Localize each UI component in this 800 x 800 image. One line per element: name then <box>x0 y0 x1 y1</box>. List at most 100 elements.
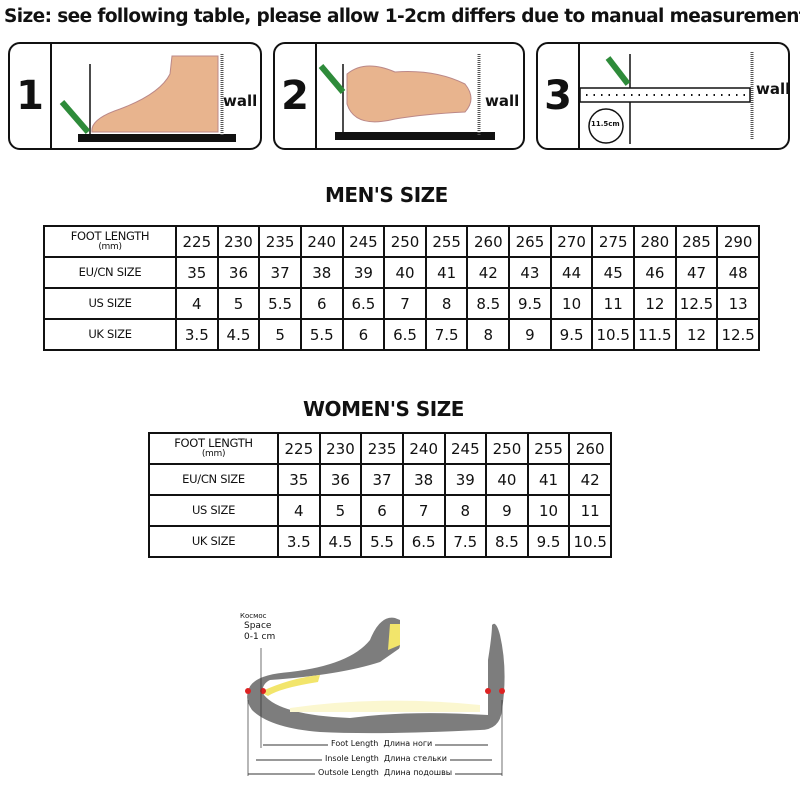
ruler-illustration <box>579 52 754 144</box>
size-cell: 12 <box>674 318 719 351</box>
size-cell: 285 <box>674 225 719 258</box>
size-cell: 42 <box>568 463 612 496</box>
size-cell: 7 <box>383 287 427 320</box>
foot-length-ru-text: Длина ноги <box>383 739 433 748</box>
size-cell: 275 <box>591 225 636 258</box>
size-cell: 265 <box>508 225 552 258</box>
size-cell: 7.5 <box>424 318 469 351</box>
headline: Size: see following table, please allow … <box>4 6 800 27</box>
size-cell: 7.5 <box>443 525 488 558</box>
insole-length-label: Insole Length Длина стельки <box>322 754 450 763</box>
size-cell: 11 <box>568 494 612 527</box>
outsole-length-label: Outsole Length Длина подошвы <box>315 768 456 777</box>
size-cell: 45 <box>591 256 636 289</box>
size-cell: 42 <box>466 256 511 289</box>
size-cell: 36 <box>216 256 261 289</box>
size-cell: 5.5 <box>360 525 404 558</box>
size-cell: 44 <box>549 256 594 289</box>
size-cell: 5.5 <box>258 287 302 320</box>
row-label-text: UK SIZE <box>191 534 236 548</box>
row-label-text: US SIZE <box>191 503 236 517</box>
row-label-text: US SIZE <box>88 296 132 310</box>
size-cell: 6 <box>299 287 344 320</box>
size-cell: 41 <box>526 463 571 496</box>
shoe-cross-section-diagram: Космос Space 0-1 cm Foot Length Длина но… <box>230 600 530 794</box>
size-cell: 8.5 <box>466 287 511 320</box>
size-cell: 245 <box>443 432 488 465</box>
row-label: UK SIZE <box>43 318 177 351</box>
size-cell: 235 <box>258 225 302 258</box>
size-cell: 13 <box>716 287 760 320</box>
step-number: 3 <box>538 44 580 148</box>
row-label: FOOT LENGTH(mm) <box>43 225 177 258</box>
size-cell: 10 <box>549 287 594 320</box>
size-cell: 38 <box>401 463 446 496</box>
step-number: 1 <box>10 44 52 148</box>
row-label-unit: (mm) <box>201 448 226 459</box>
row-label-text: UK SIZE <box>88 327 132 341</box>
size-cell: 4 <box>277 494 321 527</box>
size-cell: 36 <box>318 463 363 496</box>
size-cell: 280 <box>633 225 677 258</box>
size-cell: 6.5 <box>341 287 386 320</box>
space-range-label: 0-1 cm <box>244 632 276 642</box>
size-cell: 9.5 <box>526 525 571 558</box>
row-label: US SIZE <box>148 494 279 527</box>
size-cell: 12.5 <box>674 287 719 320</box>
size-cell: 255 <box>424 225 469 258</box>
size-cell: 8 <box>424 287 469 320</box>
size-cell: 260 <box>466 225 511 258</box>
size-cell: 8 <box>466 318 511 351</box>
size-cell: 5 <box>258 318 302 351</box>
size-cell: 250 <box>485 432 529 465</box>
size-cell: 35 <box>277 463 321 496</box>
size-cell: 9.5 <box>549 318 594 351</box>
size-cell: 11 <box>591 287 636 320</box>
size-cell: 12.5 <box>716 318 760 351</box>
size-cell: 5.5 <box>299 318 344 351</box>
outsole-length-text: Outsole Length <box>318 768 379 777</box>
size-cell: 7 <box>401 494 446 527</box>
size-cell: 10.5 <box>591 318 636 351</box>
size-cell: 5 <box>318 494 363 527</box>
size-cell: 250 <box>383 225 427 258</box>
step-3-panel: 3 11.5cm wall <box>536 42 790 150</box>
step-2-panel: 2 wall <box>273 42 525 150</box>
row-label-text: EU/CN SIZE <box>182 472 245 486</box>
size-cell: 3.5 <box>277 525 321 558</box>
size-cell: 41 <box>424 256 469 289</box>
size-cell: 230 <box>216 225 261 258</box>
row-label-text: FOOT LENGTH <box>70 228 150 243</box>
wall-label: wall <box>485 92 520 110</box>
insole-length-text: Insole Length <box>325 754 379 763</box>
foot-length-text: Foot Length <box>331 739 379 748</box>
size-cell: 35 <box>175 256 219 289</box>
outsole-length-ru-text: Длина подошвы <box>383 768 453 777</box>
size-cell: 48 <box>716 256 760 289</box>
size-cell: 11.5 <box>633 318 677 351</box>
size-cell: 9 <box>508 318 552 351</box>
size-cell: 10.5 <box>568 525 612 558</box>
size-cell: 37 <box>360 463 404 496</box>
size-cell: 38 <box>299 256 344 289</box>
size-cell: 10 <box>526 494 571 527</box>
size-cell: 12 <box>633 287 677 320</box>
size-cell: 39 <box>443 463 488 496</box>
size-cell: 6 <box>360 494 404 527</box>
row-label: FOOT LENGTH(mm) <box>148 432 279 465</box>
size-cell: 4 <box>175 287 219 320</box>
row-label-text: FOOT LENGTH <box>174 435 253 450</box>
size-cell: 290 <box>716 225 760 258</box>
size-cell: 46 <box>633 256 677 289</box>
size-cell: 235 <box>360 432 404 465</box>
foot-side-illustration <box>59 54 236 142</box>
row-label: UK SIZE <box>148 525 279 558</box>
size-cell: 225 <box>277 432 321 465</box>
